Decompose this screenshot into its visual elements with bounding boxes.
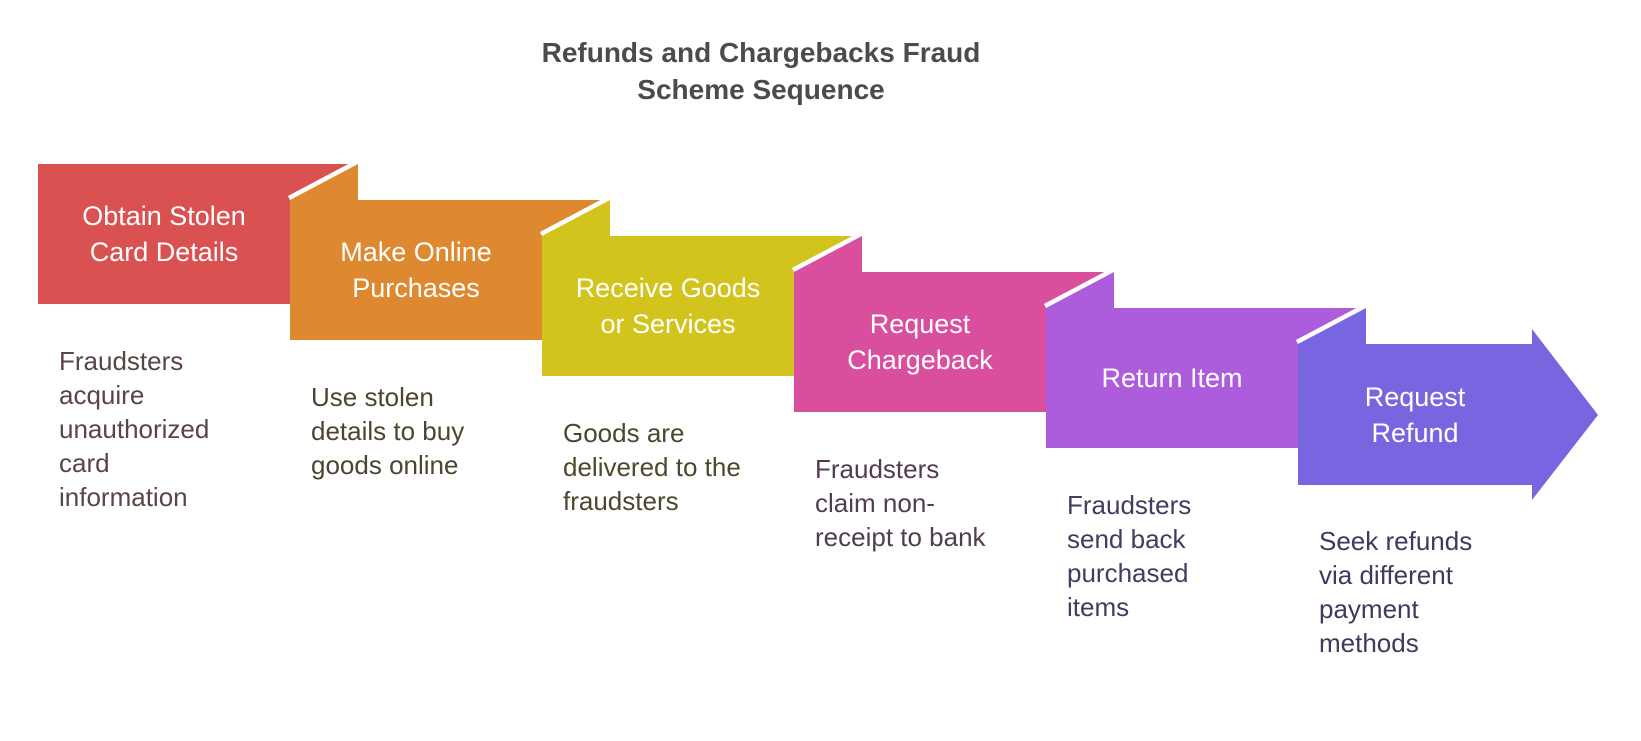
step-description: Use stolen details to buy goods online bbox=[311, 382, 465, 480]
step-box: Request Chargeback bbox=[794, 272, 1046, 412]
step-box: Request Refund bbox=[1298, 344, 1532, 485]
step-label: Obtain Stolen Card Details bbox=[82, 201, 246, 267]
step-label: Make Online Purchases bbox=[340, 237, 492, 303]
step-description: Goods are delivered to the fraudsters bbox=[563, 418, 741, 516]
step-box: Return Item bbox=[1046, 308, 1298, 448]
step-label: Return Item bbox=[1101, 363, 1243, 393]
step-label: Request Refund bbox=[1364, 381, 1466, 448]
step-box: Receive Goods or Services bbox=[542, 236, 794, 376]
step-description: Fraudsters claim non- receipt to bank bbox=[815, 454, 986, 552]
step-box: Obtain Stolen Card Details bbox=[38, 164, 290, 304]
step-description: Seek refunds via different payment metho… bbox=[1319, 526, 1473, 658]
page-title: Refunds and Chargebacks Fraud Scheme Seq… bbox=[541, 37, 981, 105]
arrow-shape bbox=[1298, 329, 1598, 500]
step-description: Fraudsters send back purchased items bbox=[1067, 490, 1192, 622]
step-label: Request Chargeback bbox=[847, 309, 993, 375]
step-box: Make Online Purchases bbox=[290, 200, 542, 340]
step-description: Fraudsters acquire unauthorized card inf… bbox=[59, 346, 210, 512]
step-label: Receive Goods or Services bbox=[575, 273, 761, 339]
